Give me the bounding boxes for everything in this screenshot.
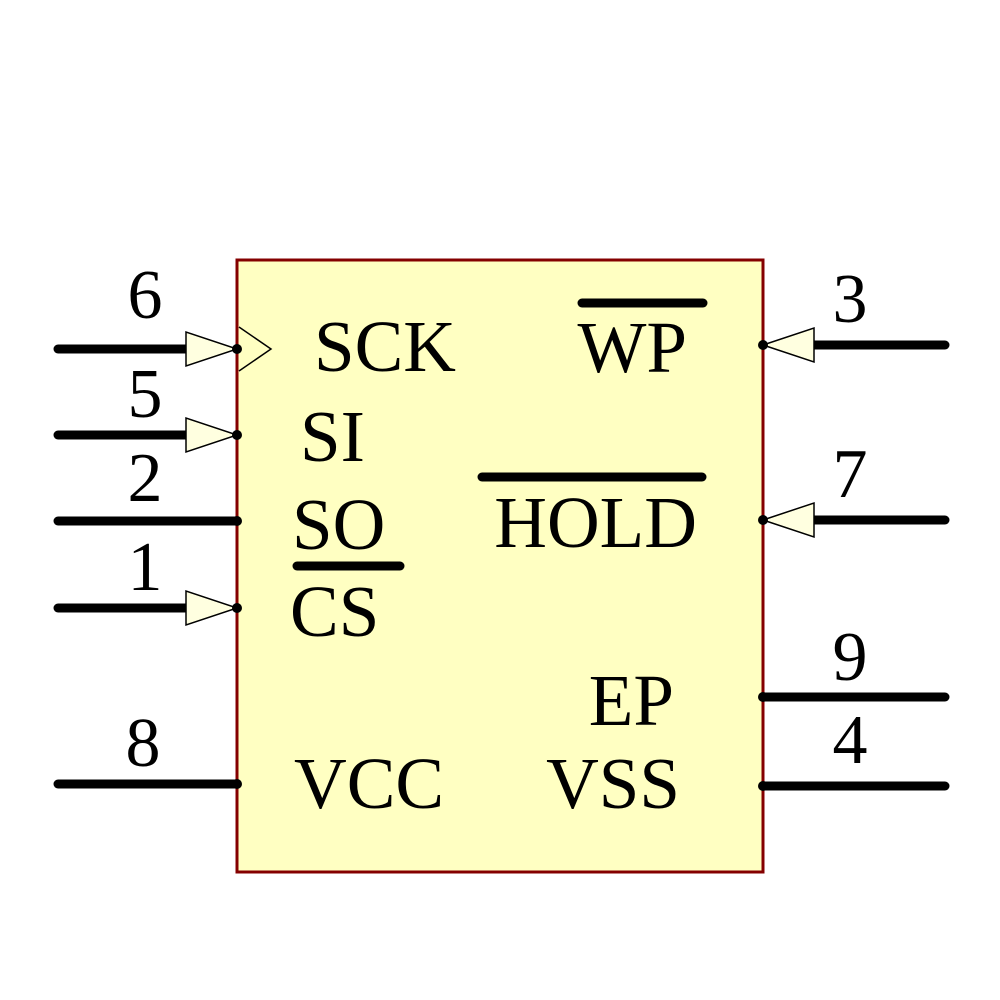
input-arrow-icon: [760, 326, 815, 364]
pin-connection-dot: [758, 781, 768, 791]
pin-connection-dot: [232, 516, 242, 526]
pin-label: CS: [290, 571, 379, 652]
input-arrow-icon: [185, 416, 240, 454]
pin-label: SO: [292, 484, 385, 565]
pin-label: SI: [300, 396, 365, 477]
pin-number: 3: [833, 261, 868, 338]
pin-connection-dot: [758, 692, 768, 702]
pin-number: 6: [128, 257, 163, 334]
pin-connection-dot: [232, 603, 242, 613]
pin-5-si: 5SI: [53, 356, 365, 477]
pin-connection-dot: [232, 430, 242, 440]
pin-label: HOLD: [494, 482, 697, 563]
pin-number: 2: [128, 440, 163, 517]
pin-1-cs: 1CS: [53, 529, 405, 652]
pin-number: 7: [833, 436, 868, 513]
pin-9-ep: 9EP: [589, 619, 950, 741]
pin-label: WP: [578, 307, 688, 388]
pin-2-so: 2SO: [53, 440, 385, 565]
pin-connection-dot: [232, 779, 242, 789]
pin-number: 1: [128, 529, 163, 606]
pin-number: 5: [128, 356, 163, 433]
pin-label: VSS: [546, 743, 680, 824]
pin-3-wp: 3WP: [577, 261, 950, 388]
input-arrow-icon: [185, 589, 240, 627]
pin-number: 4: [833, 702, 868, 779]
input-arrow-icon: [760, 501, 815, 539]
pin-connection-dot: [758, 340, 768, 350]
pin-connection-dot: [758, 515, 768, 525]
pin-8-vcc: 8 VCC: [53, 705, 444, 824]
pin-label: VCC: [294, 743, 444, 824]
pin-label: EP: [589, 660, 674, 741]
pin-label: SCK: [314, 306, 456, 387]
input-arrow-icon: [185, 330, 240, 368]
pin-number: 9: [833, 619, 868, 696]
pin-connection-dot: [232, 344, 242, 354]
clock-icon: [238, 326, 273, 372]
pin-number: 8: [126, 705, 161, 782]
